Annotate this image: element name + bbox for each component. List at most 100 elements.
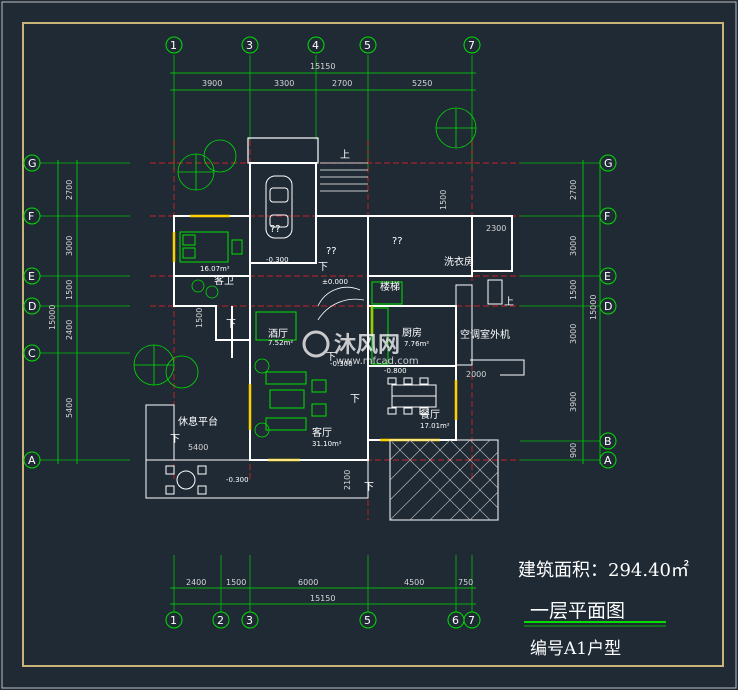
patio-elevation: -0.300	[226, 476, 249, 484]
dim-right-4: 3000	[569, 324, 578, 344]
living-room-area: 31.10m²	[312, 440, 342, 448]
dining-area: 17.01m²	[420, 422, 450, 430]
garage-elevation: -0.300	[266, 256, 289, 264]
dimension-texts: 15150 3900 3300 2700 5250 2400 1500 6000…	[48, 62, 598, 603]
watermark: 沐风网 www.mfcad.com	[302, 330, 419, 367]
plan-title: 一层平面图	[530, 600, 626, 622]
dimension-lines	[57, 72, 601, 605]
axis-right-G: G	[604, 157, 613, 170]
axis-markers-bottom: 1 2 3 5 6 7	[165, 611, 481, 629]
bed-icon	[179, 231, 243, 263]
down-label-3: 下	[326, 352, 336, 363]
garage-label: ??	[270, 224, 281, 235]
hatched-yard	[389, 439, 499, 521]
dim-bottom-3: 6000	[298, 578, 318, 587]
dim-top-2: 3300	[274, 79, 294, 88]
axis-top-5: 5	[364, 39, 371, 52]
dim-right-2: 3000	[569, 236, 578, 256]
dim-left-4: 2400	[65, 320, 74, 340]
dim-left-5: 5400	[65, 398, 74, 418]
kitchen-label: 厨房	[402, 326, 422, 339]
dim-right-6: 900	[569, 443, 578, 458]
building-area-label: 建筑面积：294.40㎡	[518, 560, 689, 581]
axis-markers-left: G F E D C A	[23, 154, 41, 469]
room-qq1-label: ??	[326, 246, 337, 257]
laundry-label: 洗衣房	[444, 255, 474, 268]
kitchen-area: 7.76m²	[404, 340, 429, 348]
axis-bottom-3: 3	[246, 614, 253, 627]
dim-bottom-total: 15150	[310, 594, 335, 603]
dim-inner-6: 1500	[195, 308, 204, 328]
drawing-border	[22, 22, 724, 667]
axis-bottom-6: 6	[452, 614, 459, 627]
axis-markers-top: 1 3 4 5 7	[165, 36, 481, 54]
wine-room-area: 7.52m²	[268, 339, 293, 347]
stair-label: 楼梯	[380, 280, 400, 293]
plant-icons	[133, 107, 477, 438]
dim-top-4: 5250	[412, 79, 432, 88]
axis-left-A: A	[28, 454, 36, 467]
dim-bottom-2: 1500	[226, 578, 246, 587]
ac-unit-icon	[470, 279, 525, 376]
axis-right-E: E	[604, 270, 611, 283]
dim-left-2: 3000	[65, 236, 74, 256]
dim-left-1: 2700	[65, 180, 74, 200]
ac-unit-label: 空调室外机	[460, 328, 510, 341]
walls	[173, 137, 513, 461]
axis-right-D: D	[604, 300, 612, 313]
dim-left-total: 15000	[48, 305, 57, 330]
axis-left-G: G	[28, 157, 37, 170]
dim-right-3: 1500	[569, 280, 578, 300]
room-labels: ?? -0.300 ?? ?? 16.07m² 客卫 酒厅 7.52m² 客厅 …	[170, 149, 514, 493]
axis-top-1: 1	[170, 39, 177, 52]
patio-table-icon	[145, 404, 369, 499]
dining-table-icon	[387, 377, 437, 415]
dim-inner-3: 2000	[466, 370, 486, 379]
axis-left-E: E	[28, 270, 35, 283]
wine-room-label: 酒厅	[268, 328, 288, 340]
axis-bottom-5: 5	[364, 614, 371, 627]
dim-top-1: 3900	[202, 79, 222, 88]
elevation-zero: ±0.000	[322, 278, 348, 286]
axis-bottom-1: 1	[170, 614, 177, 627]
up-label-2: 上	[504, 296, 514, 308]
dim-bottom-4: 4500	[404, 578, 424, 587]
dim-inner-5: 2100	[343, 470, 352, 490]
plan-code: 编号A1户型	[530, 639, 622, 659]
up-label-1: 上	[340, 149, 350, 161]
dim-right-5: 3900	[569, 392, 578, 412]
down-label-6: 下	[364, 482, 374, 493]
axis-right-B: B	[604, 435, 612, 448]
axis-left-D: D	[28, 300, 36, 313]
dim-bottom-1: 2400	[186, 578, 206, 587]
bedroom-area: 16.07m²	[200, 265, 230, 273]
room-qq2-label: ??	[392, 236, 403, 247]
bedroom-name: 客卫	[214, 274, 234, 287]
axis-top-4: 4	[312, 39, 319, 52]
dim-inner-4: 5400	[188, 443, 208, 452]
axis-left-C: C	[28, 347, 36, 360]
leisure-platform-label: 休息平台	[178, 415, 218, 428]
axis-right-A: A	[604, 454, 612, 467]
axis-right-F: F	[604, 210, 610, 223]
living-elevation: -0.300	[330, 360, 353, 368]
watermark-url: www.mfcad.com	[336, 356, 419, 367]
axis-bottom-7: 7	[468, 614, 475, 627]
dim-inner-1: 1500	[439, 190, 448, 210]
stairs-icon	[317, 162, 368, 321]
axis-markers-right: G F E D B A	[599, 154, 617, 469]
living-room-label: 客厅	[312, 426, 332, 439]
axis-left-F: F	[28, 210, 34, 223]
axis-top-7: 7	[468, 39, 475, 52]
dim-right-total: 15000	[589, 295, 598, 320]
down-label-1: 下	[318, 262, 328, 273]
dim-left-3: 1500	[65, 280, 74, 300]
down-label-2: 下	[226, 319, 236, 330]
kitchen-counter	[371, 281, 403, 365]
down-label-5: 下	[170, 434, 180, 445]
dim-top-3: 2700	[332, 79, 352, 88]
axis-bottom-2: 2	[217, 614, 224, 627]
